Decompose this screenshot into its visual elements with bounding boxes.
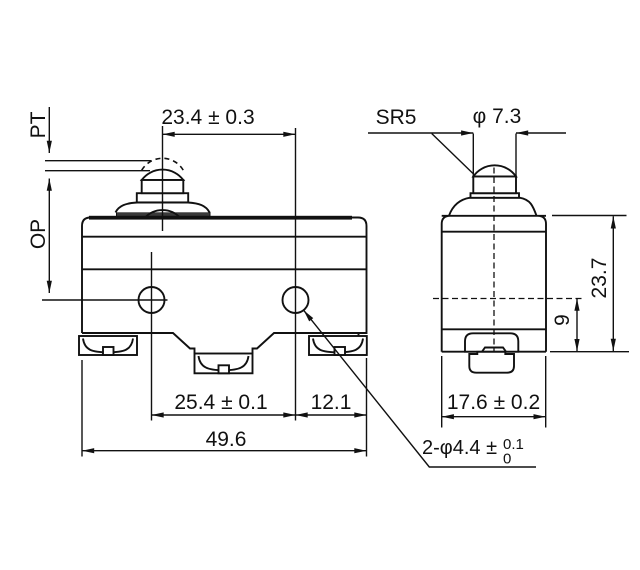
dim-bottom-extension-lines [81, 252, 368, 457]
labels: PT OP 23.4 ± 0.3 SR5 φ 7.3 23.7 9 25.4 ±… [27, 105, 611, 468]
dim-7-3-extension-lines [472, 133, 517, 177]
side-plunger-skirt [448, 196, 538, 217]
pt-label: PT [27, 111, 50, 138]
sr5-leader-line [431, 132, 474, 175]
dim-49-6-label: 49.6 [206, 428, 247, 451]
pt-reference-lines [45, 160, 152, 172]
dim-7-3-label: φ 7.3 [473, 105, 522, 128]
op-label: OP [27, 219, 50, 249]
mounting-holes-label: 2-φ4.4 ± [422, 437, 497, 459]
front-terminals [78, 335, 368, 375]
dim-25-4-label: 25.4 ± 0.1 [174, 391, 267, 414]
mounting-holes-tolerance-upper: 0.1 [503, 436, 524, 453]
front-body-outline [81, 216, 368, 354]
dimensions [42, 107, 629, 468]
dim-9-label: 9 [551, 314, 574, 326]
dim-23-4-label: 23.4 ± 0.3 [161, 106, 254, 129]
dim-23-4-extension-lines [161, 126, 297, 421]
front-body-inner-lines [82, 235, 367, 271]
dim-right-extension-lines [550, 214, 629, 353]
sr5-label: SR5 [376, 106, 417, 129]
mounting-holes-tolerance-lower: 0 [503, 451, 511, 468]
dim-17-6-label: 17.6 ± 0.2 [447, 391, 540, 414]
side-terminals [464, 332, 520, 374]
dim-12-1-label: 12.1 [311, 391, 352, 414]
dim-23-7-label: 23.7 [588, 258, 611, 299]
mounting-hole-leader-line [303, 309, 536, 468]
side-view [433, 164, 582, 374]
side-plunger-cap [472, 175, 517, 195]
front-view [78, 157, 368, 375]
